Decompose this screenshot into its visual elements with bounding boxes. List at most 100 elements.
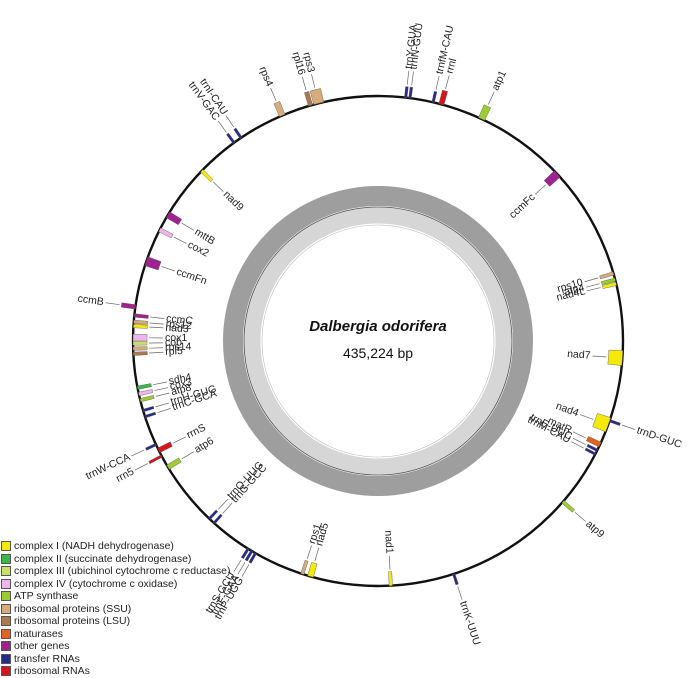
gene-block-atp1 <box>478 105 490 121</box>
legend-item: complex II (succinate dehydrogenase) <box>1 553 241 566</box>
gc-content-rings <box>233 196 523 486</box>
legend-item: complex I (NADH dehydrogenase) <box>1 540 241 553</box>
gene-leader-nad9 <box>213 182 223 192</box>
gene-block-atp9 <box>562 500 575 512</box>
genome-size: 435,224 bp <box>343 345 413 361</box>
gene-leader-trnh-gug <box>156 403 169 407</box>
gene-block-ccmb <box>121 303 135 309</box>
inner-boundary <box>262 225 494 457</box>
gene-leader-rps10 <box>585 278 598 282</box>
gene-block-trnh-gug <box>143 406 154 412</box>
gene-label-atp1: atp1 <box>489 69 509 93</box>
gene-label-trnk-uuu: trnK-UUU <box>457 600 482 647</box>
gene-leader-cox3 <box>154 388 168 391</box>
gene-block-rps3 <box>310 88 324 104</box>
legend-label: complex IV (cytochrome c oxidase) <box>14 578 177 590</box>
legend-item: other genes <box>1 640 241 653</box>
legend-swatch <box>1 579 11 589</box>
gene-leader-rpl5 <box>149 352 163 353</box>
gene-leader-trnn-guu <box>412 71 414 85</box>
gene-leader-cox2 <box>174 237 186 243</box>
legend-label: ribosomal proteins (SSU) <box>14 603 131 615</box>
gene-leader-trny-gua <box>407 71 409 85</box>
gene-leader-trnw-cca <box>131 450 144 456</box>
gene-leader-sdh4 <box>153 382 167 385</box>
gene-leader-ccmc <box>150 317 164 318</box>
gene-block-trny-gua <box>404 86 408 97</box>
gene-block-rps14 <box>133 347 147 351</box>
gene-block-trnq-uug <box>208 510 217 520</box>
gene-leader-rrnl <box>446 75 450 89</box>
gene-block-trnc-gca <box>145 412 156 418</box>
gene-block-nad4 <box>593 413 611 431</box>
gene-label-nad1: nad1 <box>382 530 395 554</box>
legend-swatch <box>1 616 11 626</box>
gene-leader-ccmfc <box>535 185 545 195</box>
gene-leader-nad7 <box>592 356 606 357</box>
gene-leader-atp4 <box>586 284 600 288</box>
gene-leader-nad4 <box>580 415 593 420</box>
gene-block-trnk-uuu <box>452 574 458 585</box>
gene-leader-nad3 <box>149 327 163 328</box>
gene-block-mttb <box>166 212 181 225</box>
gene-leader-ccmfn <box>161 266 174 271</box>
gene-block-rrnl <box>439 90 448 105</box>
legend-label: complex II (succinate dehydrogenase) <box>14 553 191 565</box>
gene-block-nad1 <box>388 572 392 586</box>
gene-block-rps4 <box>274 101 285 116</box>
gene-block-rpl5 <box>133 351 147 355</box>
gene-leader-ccmb <box>106 303 120 305</box>
gene-leader-trnq-uug <box>218 499 228 509</box>
gene-leader-rps12 <box>150 323 164 324</box>
gene-block-rps12 <box>134 320 148 324</box>
gene-leader-atp8 <box>156 393 170 396</box>
gene-leader-mttb <box>182 223 194 230</box>
gene-label-ccmfn: ccmFn <box>175 266 209 288</box>
legend-item: transfer RNAs <box>1 653 241 666</box>
gene-block-rps1 <box>301 560 308 574</box>
gene-block-rrns <box>158 442 173 453</box>
legend-swatch <box>1 591 11 601</box>
gene-leader-atp6 <box>182 452 194 459</box>
legend-swatch <box>1 541 11 551</box>
gene-leader-matr <box>573 432 586 438</box>
legend-swatch <box>1 629 11 639</box>
gene-leader-trnc-gca <box>157 408 170 412</box>
gene-label-nad9: nad9 <box>221 189 246 214</box>
legend-item: ribosomal RNAs <box>1 665 241 678</box>
gene-block-trnn-guu <box>409 87 413 98</box>
legend-item: ATP synthase <box>1 590 241 603</box>
gene-leader-rrn5 <box>135 464 147 471</box>
gene-leader-trnv-gac <box>218 121 226 132</box>
gene-block-atp8 <box>140 395 154 402</box>
gene-block-trnd-guc <box>609 420 620 426</box>
gene-block-ccmfn <box>145 257 161 270</box>
gene-block-rps10 <box>600 272 614 279</box>
gene-leader-nad1 <box>389 556 390 570</box>
gene-leader-atp1 <box>488 92 494 105</box>
gene-leader-trnk-uuu <box>458 586 462 599</box>
gene-leader-atp9 <box>575 512 586 521</box>
gene-leader-rpl16 <box>302 77 306 90</box>
gene-block-nad7 <box>608 350 623 365</box>
legend-item: maturases <box>1 628 241 641</box>
legend-swatch <box>1 666 11 676</box>
legend-label: transfer RNAs <box>14 653 80 665</box>
legend-swatch <box>1 604 11 614</box>
gene-block-cox2 <box>159 228 173 238</box>
legend-label: complex I (NADH dehydrogenase) <box>14 540 174 552</box>
gene-leader-rps1 <box>307 545 311 558</box>
gene-label-nad4: nad4 <box>554 400 580 419</box>
genome-title: Dalbergia odorifera <box>309 318 447 335</box>
gene-block-nad3 <box>133 324 147 328</box>
gene-block-cox1 <box>133 334 147 341</box>
gene-label-rps4: rps4 <box>256 65 275 89</box>
gene-leader-trnd-guc <box>622 425 635 430</box>
gene-block-nad9 <box>201 170 213 182</box>
legend-label: maturases <box>14 628 63 640</box>
legend-item: complex III (ubichinol cytochrome c redu… <box>1 565 241 578</box>
legend-item: complex IV (cytochrome c oxidase) <box>1 578 241 591</box>
gene-label-nad7: nad7 <box>567 348 591 362</box>
gene-block-trni-cau <box>234 128 242 139</box>
gene-leader-rrns <box>173 437 186 443</box>
